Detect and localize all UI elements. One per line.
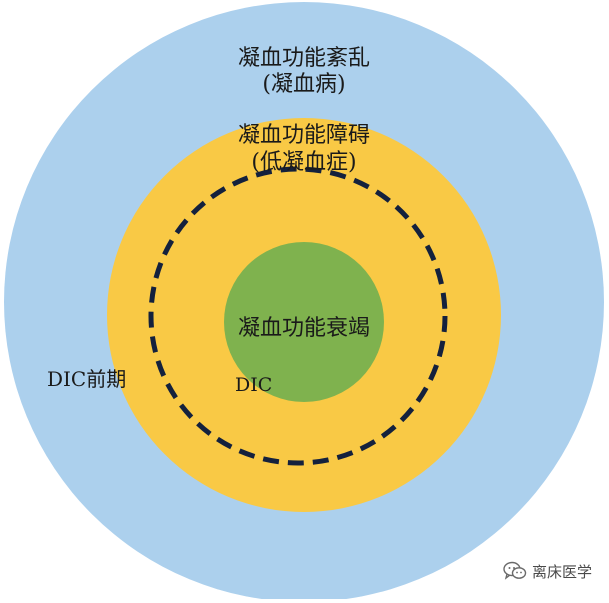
pre-dic-label: DIC前期 [47,367,127,391]
middle-ring-label-line1: 凝血功能障碍 [237,123,371,148]
dic-dashed-boundary [148,166,448,466]
outer-ring-label-line2: (凝血病) [262,72,346,97]
inner-circle-label: 凝血功能衰竭 [237,316,371,341]
watermark: 离床医学 [503,560,592,582]
watermark-text: 离床医学 [532,562,593,581]
inner-circle-coagulation-failure [224,242,384,402]
middle-ring-label-line2: (低凝血症) [251,150,357,175]
outer-ring-label-line1: 凝血功能紊乱 [237,46,371,71]
wechat-icon [503,561,527,581]
dic-label: DIC [235,374,273,396]
